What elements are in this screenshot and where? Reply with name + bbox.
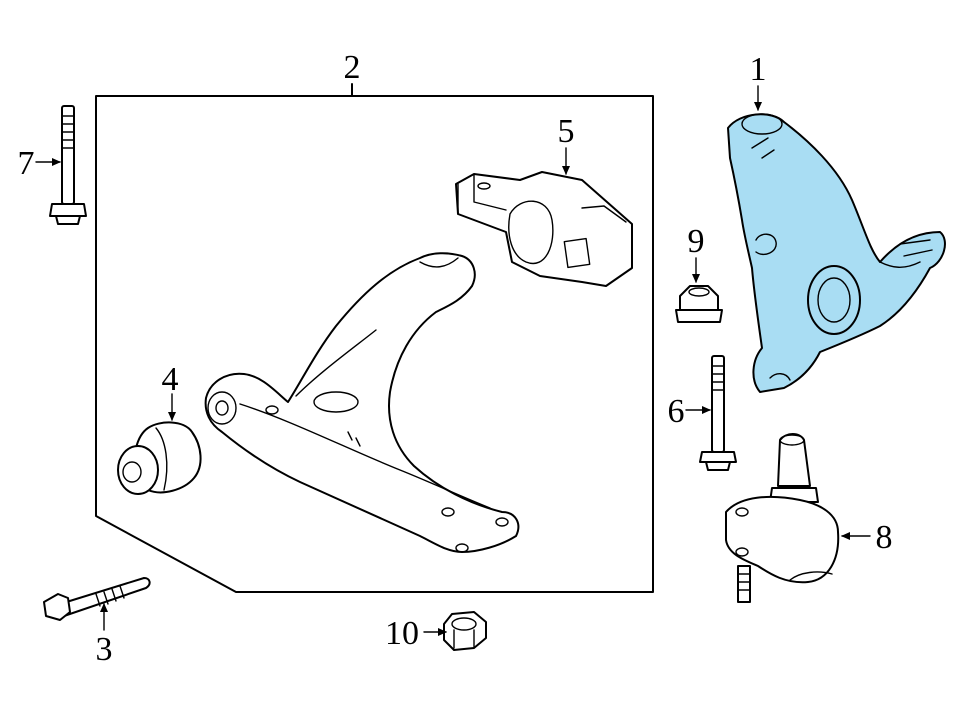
control-arm-part[interactable] [204,252,520,553]
callout-1: 1 [750,51,767,88]
assembly-bracket-outline [95,95,654,593]
callout-3: 3 [96,631,113,668]
callout-4: 4 [162,361,179,398]
callout-7: 7 [18,145,35,182]
callout-5: 5 [558,113,575,150]
steering-knuckle-part[interactable] [727,113,946,393]
callout-9: 9 [688,223,705,260]
bushing-part[interactable] [117,421,202,495]
nut-10-part[interactable] [443,611,487,651]
nut-9-part[interactable] [675,285,723,323]
callout-6: 6 [668,393,685,430]
callout-8: 8 [876,519,893,556]
bolt-6-part[interactable] [699,355,737,471]
bolt-7-part[interactable] [49,105,87,225]
bushing-bracket-part[interactable] [455,171,633,287]
callout-2: 2 [344,49,361,86]
callout-10: 10 [385,615,419,652]
bolt-3-part[interactable] [43,577,151,621]
ball-joint-part[interactable] [725,433,840,603]
